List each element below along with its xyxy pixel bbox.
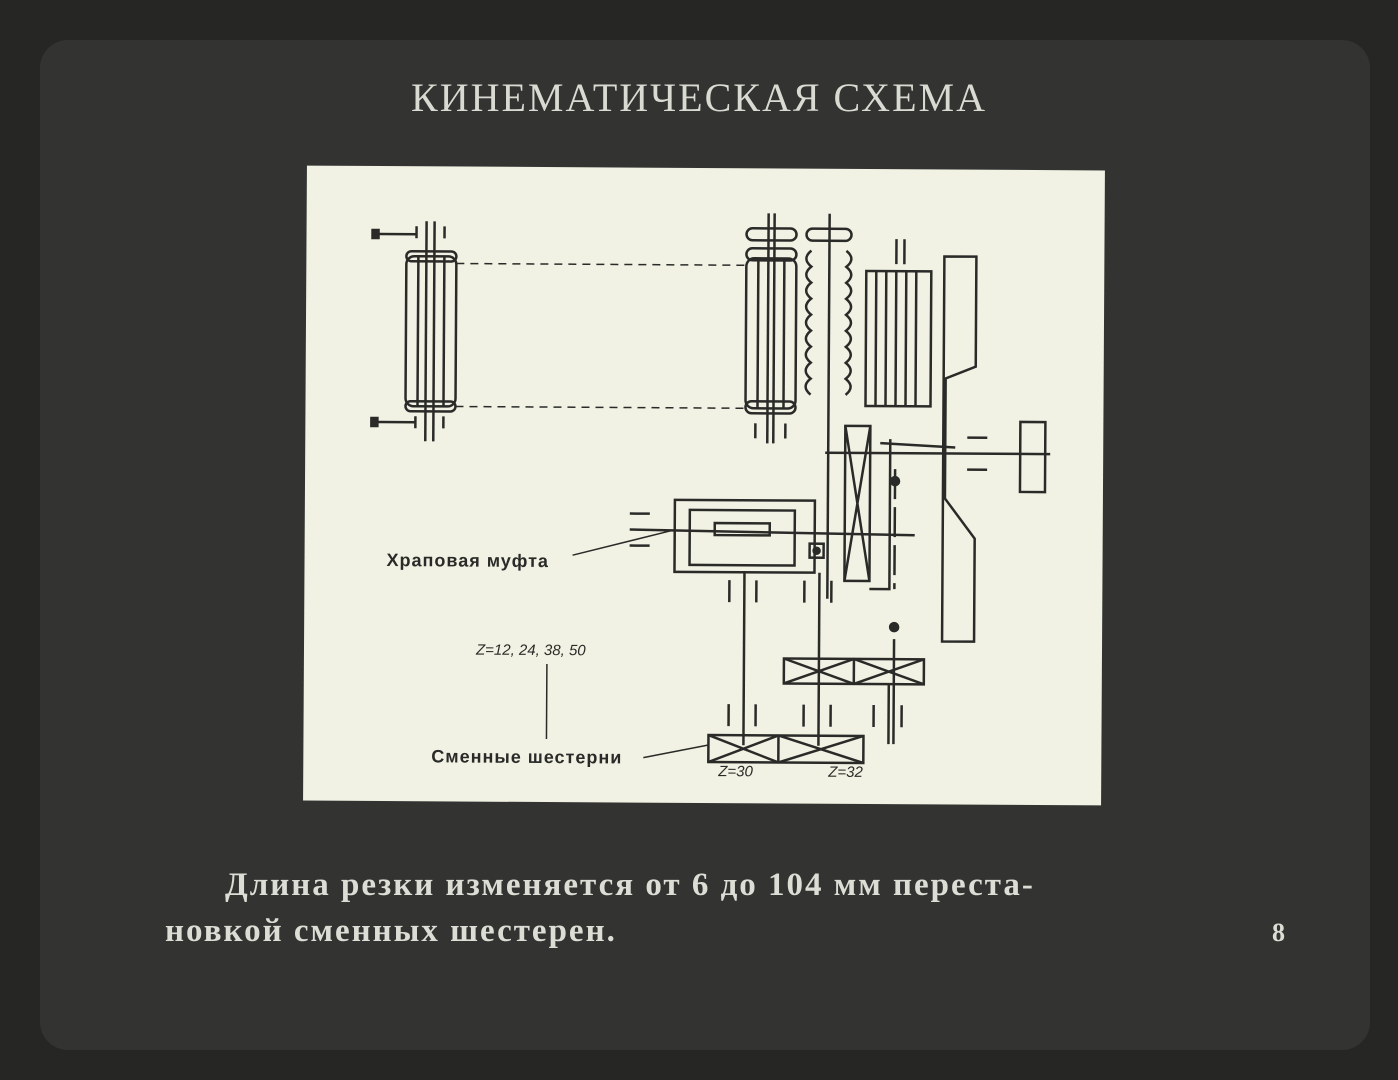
ratchet-clutch bbox=[629, 498, 915, 574]
drive-chain-dashed bbox=[455, 262, 747, 410]
vertical-gear bbox=[843, 424, 892, 591]
page-number: 8 bbox=[1272, 918, 1285, 947]
cutter-drum bbox=[864, 239, 933, 408]
middle-roller bbox=[744, 213, 798, 444]
label-change-gears: Сменные шестерни bbox=[431, 746, 622, 767]
crank-rod bbox=[888, 469, 901, 745]
caption-line-2: новкой сменных шестерен. bbox=[165, 913, 617, 949]
slide-caption: Длина резки изменяется от 6 до 104 мм пе… bbox=[165, 862, 1255, 954]
flywheel-shaft bbox=[825, 420, 1051, 494]
leaders bbox=[545, 529, 709, 759]
change-gears bbox=[707, 733, 865, 765]
label-ratchet-clutch: Храповая муфта bbox=[386, 550, 549, 571]
kinematic-diagram: Храповая муфта Z=12, 24, 38, 50 Сменные … bbox=[303, 165, 1105, 806]
intermediate-gears bbox=[782, 657, 926, 686]
cam-plate bbox=[940, 255, 978, 643]
label-z-changeable: Z=12, 24, 38, 50 bbox=[475, 642, 586, 660]
left-roller bbox=[370, 221, 458, 442]
label-z30: Z=30 bbox=[717, 763, 753, 780]
slide-title: КИНЕМАТИЧЕСКАЯ СХЕМА bbox=[411, 75, 987, 120]
caption-line-1: Длина резки изменяется от 6 до 104 мм пе… bbox=[225, 867, 1035, 903]
label-z32: Z=32 bbox=[827, 764, 863, 781]
